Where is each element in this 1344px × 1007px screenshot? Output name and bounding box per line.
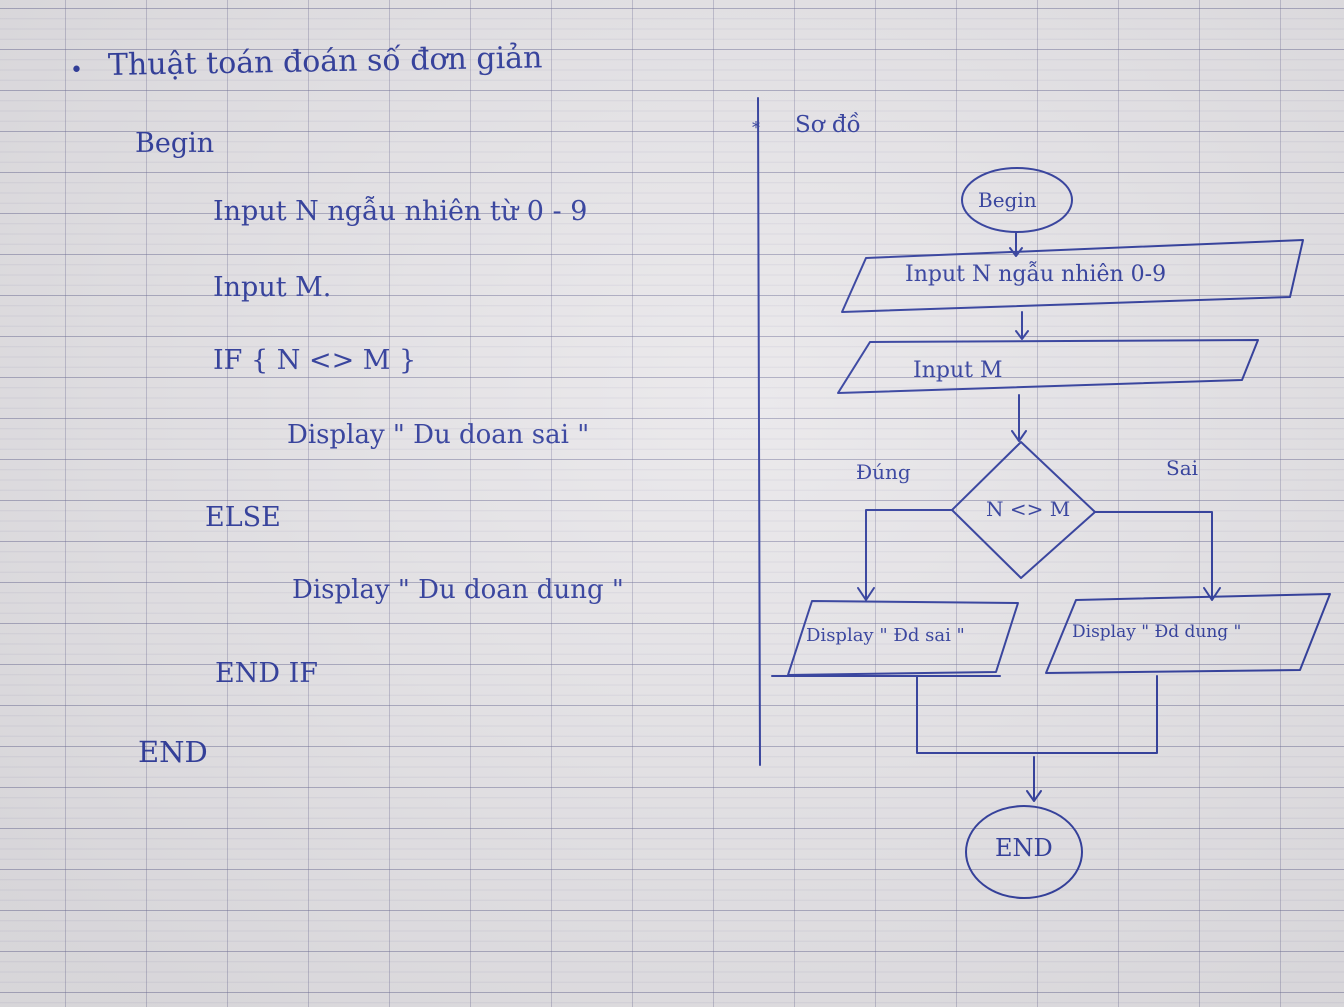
input-n-parallelogram (841, 239, 1304, 313)
flowchart-heading: Sơ đồ (795, 112, 861, 138)
yes-branch-label: Đúng (856, 460, 911, 484)
flowchart-bullet: * (752, 118, 760, 137)
pseudocode-line-endif: END IF (215, 658, 318, 689)
decision-label: N <> M (986, 497, 1071, 521)
end-label: END (995, 834, 1053, 862)
display-wrong-parallelogram (787, 600, 1019, 676)
pseudocode-line-input-m: Input M. (213, 272, 332, 303)
bullet-mark: • (70, 58, 83, 83)
pseudocode-begin: Begin (135, 128, 215, 159)
pseudocode-line-if: IF { N <> M } (213, 345, 417, 376)
input-m-label: Input M (913, 358, 1003, 383)
display-right-label: Display " Đd dung " (1072, 622, 1242, 642)
pseudocode-line-display-wrong: Display " Du doan sai " (287, 420, 590, 450)
no-branch-label: Sai (1166, 456, 1199, 480)
input-m-parallelogram (837, 339, 1259, 394)
branch-no-line (1094, 511, 1213, 599)
display-right-parallelogram (1045, 593, 1331, 674)
decision-diamond (951, 441, 1096, 579)
start-label: Begin (978, 188, 1037, 212)
end-terminator (965, 805, 1083, 899)
merge-connector (916, 675, 1158, 754)
pseudocode-line-else: ELSE (205, 502, 281, 533)
start-terminator (961, 167, 1073, 233)
pseudocode-end: END (138, 735, 208, 769)
input-n-label: Input N ngẫu nhiên 0-9 (905, 262, 1167, 287)
branch-yes-line (865, 509, 953, 599)
display-wrong-label: Display " Đd sai " (806, 625, 965, 646)
column-divider (757, 97, 761, 766)
pseudocode-line-input-n: Input N ngẫu nhiên từ 0 - 9 (213, 196, 588, 227)
pseudocode-line-display-right: Display " Du doan dung " (292, 575, 624, 605)
